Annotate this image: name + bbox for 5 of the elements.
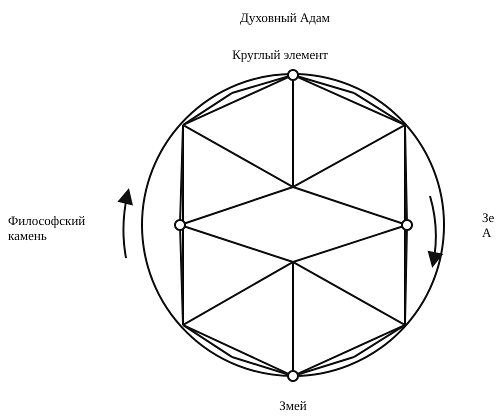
pole-label: Круглый элемент bbox=[231, 47, 329, 62]
diagram-heading: Духовный Адам bbox=[240, 10, 331, 25]
pole-label: Змей bbox=[278, 398, 308, 413]
pole-label: Зе А bbox=[482, 210, 496, 240]
pole-label: Философский камень bbox=[8, 213, 86, 243]
